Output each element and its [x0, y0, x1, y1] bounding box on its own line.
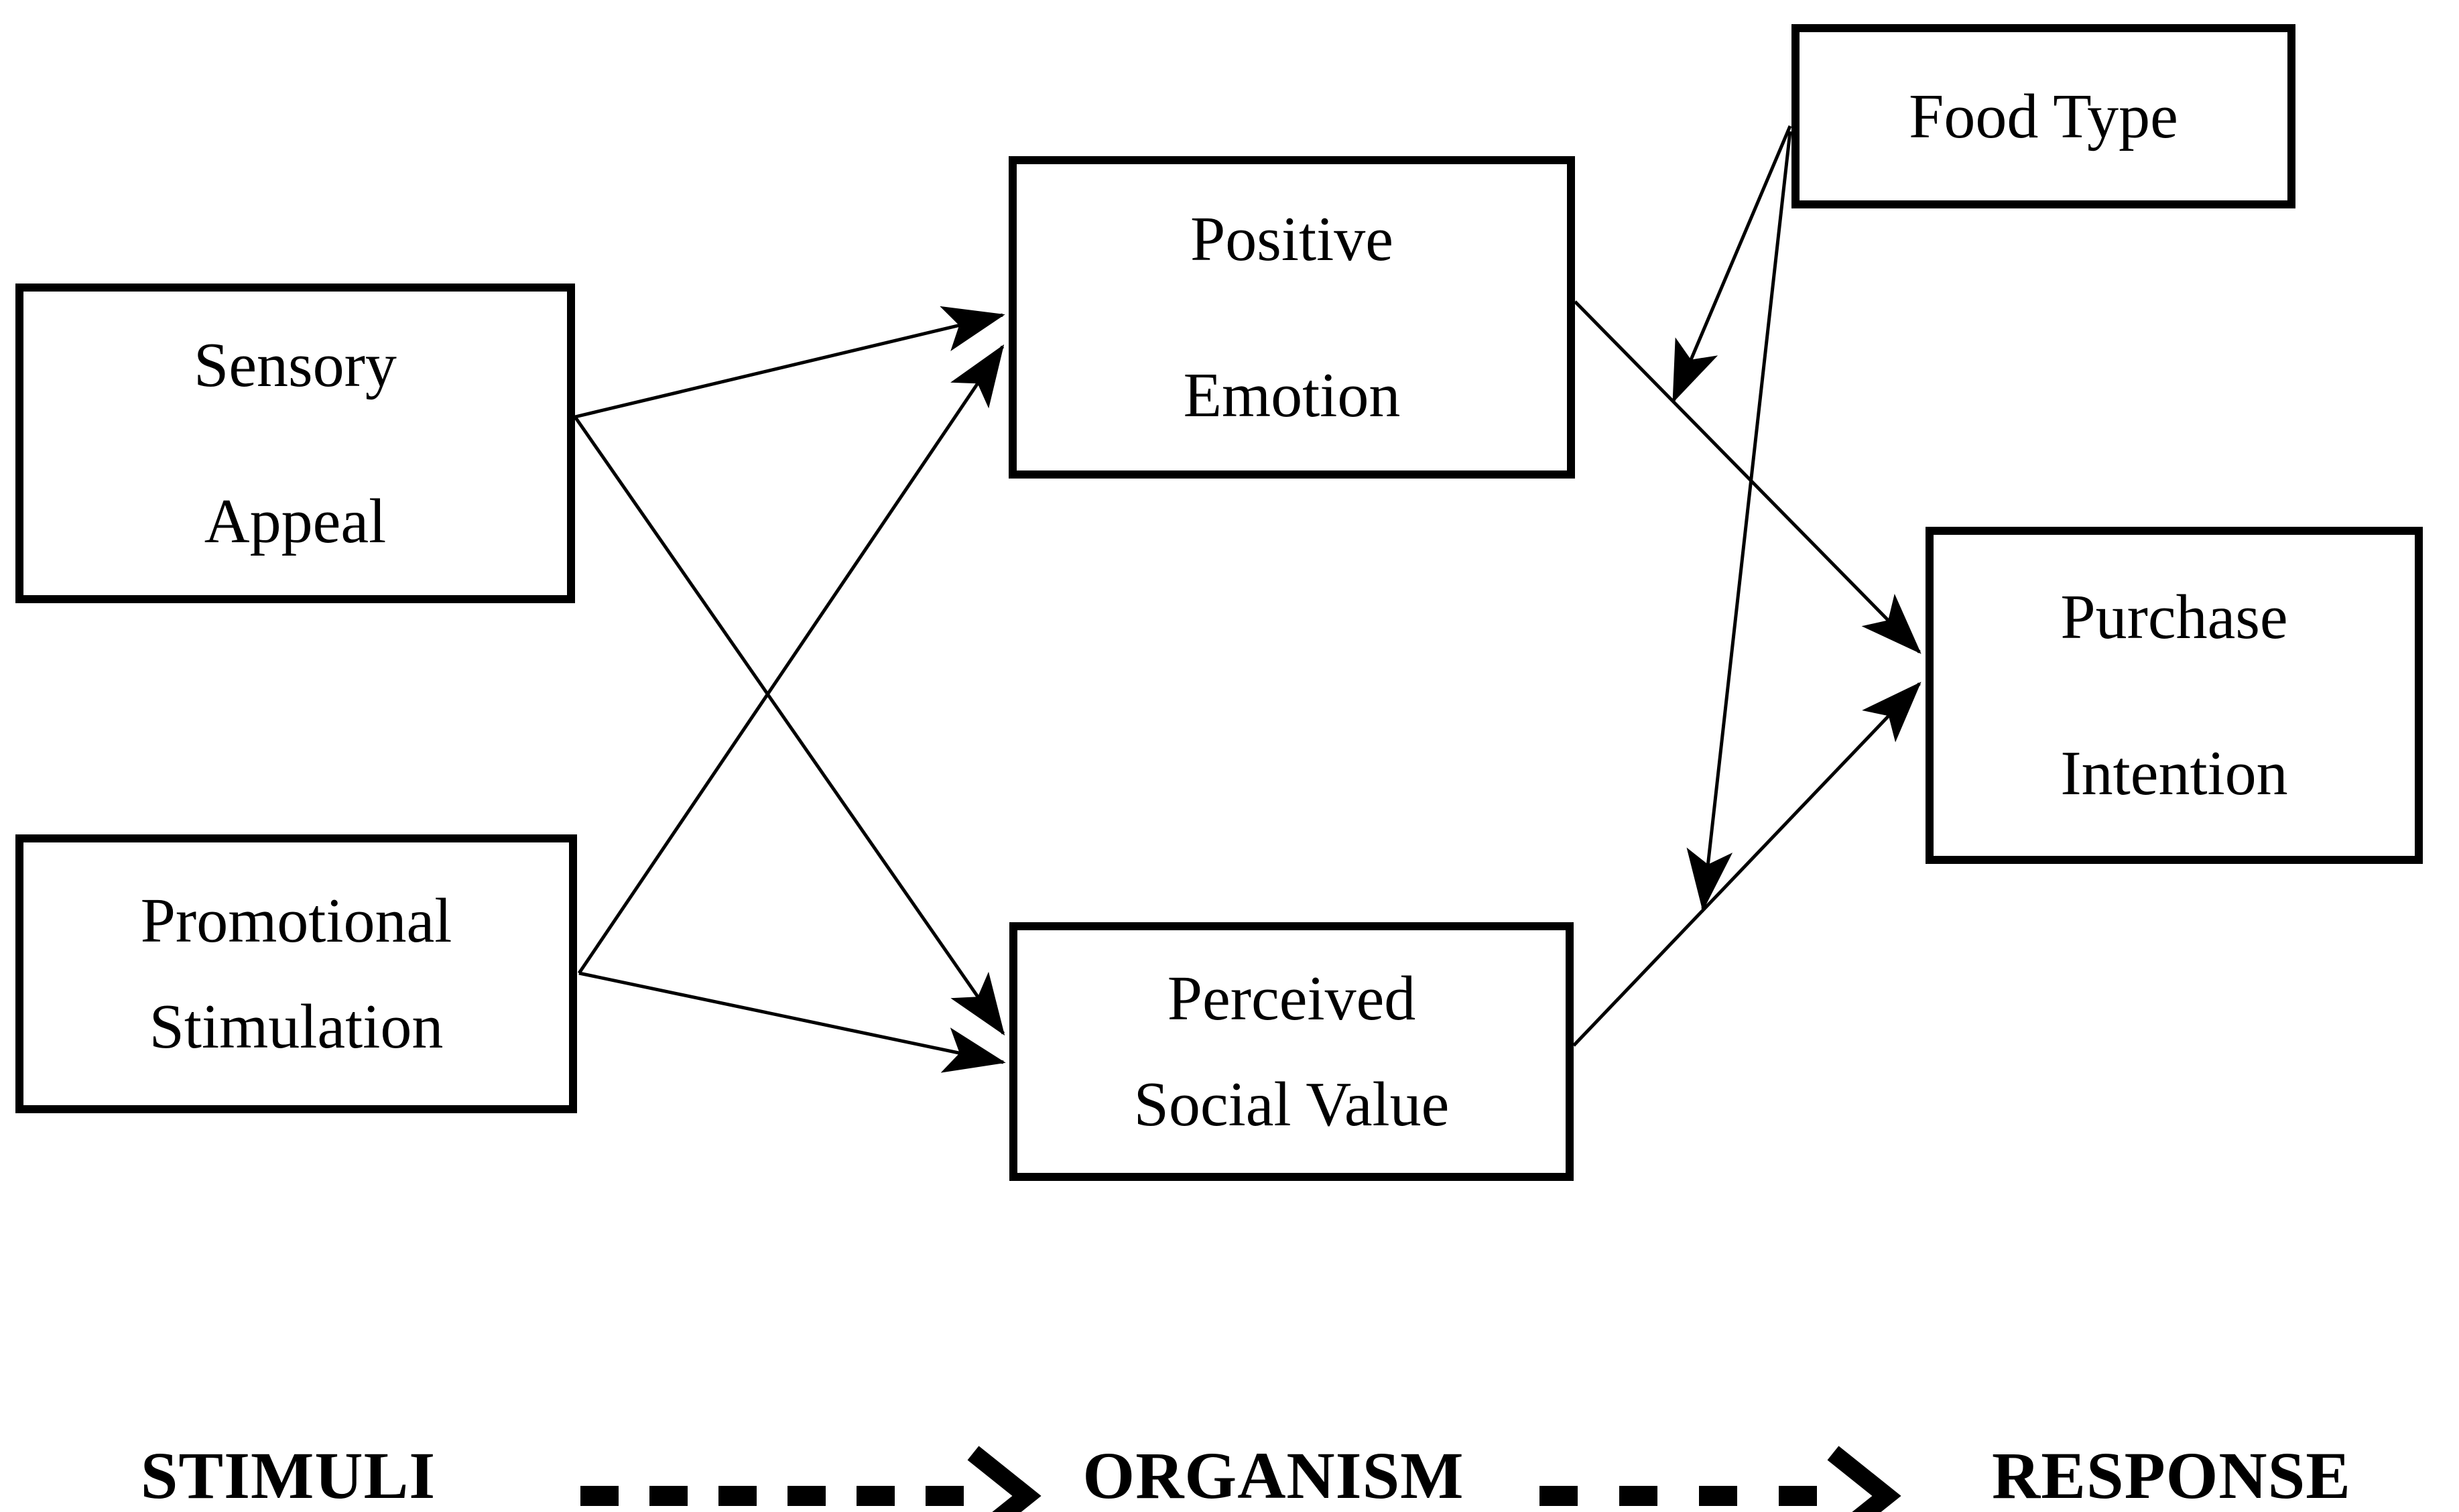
positive-emotion-label-line1: Positive: [1190, 204, 1393, 274]
positive-emotion-label-line2: Emotion: [1183, 360, 1401, 430]
arrow-promotional-stimulation-to-positive-emotion: [577, 344, 1005, 974]
box-food-type: Food Type: [1791, 24, 2295, 208]
box-sensory-appeal: Sensory Appeal: [15, 284, 575, 603]
dashed-arrow-stimuli-head-icon: [967, 1446, 1042, 1512]
box-purchase-intention: Purchase Intention: [1926, 527, 2423, 864]
box-perceived-social-value: Perceived Social Value: [1009, 922, 1574, 1181]
arrow-sensory-appeal-to-perceived-social-value: [573, 416, 1005, 1036]
food-type-label: Food Type: [1909, 81, 2178, 151]
framework-label-organism: ORGANISM: [1082, 1438, 1464, 1512]
purchase-intention-label-line2: Intention: [2060, 738, 2288, 808]
arrow-promotional-stimulation-to-perceived-social-value: [578, 971, 1006, 1073]
sensory-appeal-label-line1: Sensory: [194, 330, 397, 400]
box-promotional-stimulation: Promotional Stimulation: [15, 834, 577, 1113]
framework-label-stimuli: STIMULI: [140, 1438, 436, 1512]
arrow-food-type-moderates-social-value-path: [1686, 131, 1792, 911]
perceived-social-value-label-line2: Social Value: [1133, 1070, 1450, 1139]
arrow-perceived-social-value-to-purchase-intention: [1572, 682, 1921, 1047]
arrow-positive-emotion-to-purchase-intention: [1574, 300, 1921, 654]
arrow-food-type-moderates-emotion-path: [1672, 125, 1792, 403]
sensory-appeal-label-line2: Appeal: [204, 486, 387, 556]
promotional-stimulation-label-line1: Promotional: [140, 886, 452, 956]
promotional-stimulation-label-line2: Stimulation: [149, 992, 444, 1062]
purchase-intention-label-line1: Purchase: [2060, 582, 2288, 652]
dashed-arrow-response-head-icon: [1827, 1446, 1901, 1512]
perceived-social-value-label-line1: Perceived: [1167, 964, 1416, 1033]
arrow-sensory-appeal-to-positive-emotion: [574, 306, 1005, 419]
box-positive-emotion: Positive Emotion: [1009, 156, 1575, 479]
framework-label-response: RESPONSE: [1992, 1438, 2351, 1512]
